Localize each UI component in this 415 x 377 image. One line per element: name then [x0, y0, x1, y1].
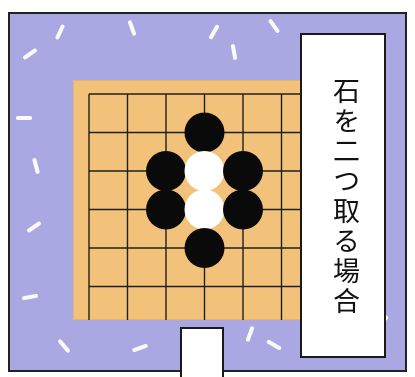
white-stone	[185, 190, 225, 230]
background-streak	[208, 24, 219, 40]
go-board-grid	[73, 80, 315, 320]
background-streak	[22, 48, 37, 60]
black-stone	[223, 190, 263, 230]
background-streak	[22, 294, 38, 301]
black-stone	[146, 190, 186, 230]
background-streak	[266, 339, 282, 350]
background-streak	[231, 44, 238, 60]
black-stone	[185, 113, 225, 153]
black-stone	[146, 151, 186, 191]
background-streak	[268, 18, 280, 33]
background-streak	[127, 20, 136, 36]
caption-box: 石を二つ取る場合	[300, 33, 386, 358]
black-stone	[223, 151, 263, 191]
bottom-panel-frame	[180, 327, 224, 377]
background-streak	[16, 116, 32, 120]
background-streak	[132, 343, 148, 352]
background-streak	[57, 339, 70, 354]
black-stone	[185, 228, 225, 268]
background-streak	[32, 158, 40, 174]
background-streak	[245, 326, 254, 342]
caption-text: 石を二つ取る場合	[302, 77, 384, 317]
background-streak	[55, 24, 65, 40]
background-streak	[26, 221, 41, 233]
go-board	[73, 80, 315, 320]
white-stone	[185, 151, 225, 191]
